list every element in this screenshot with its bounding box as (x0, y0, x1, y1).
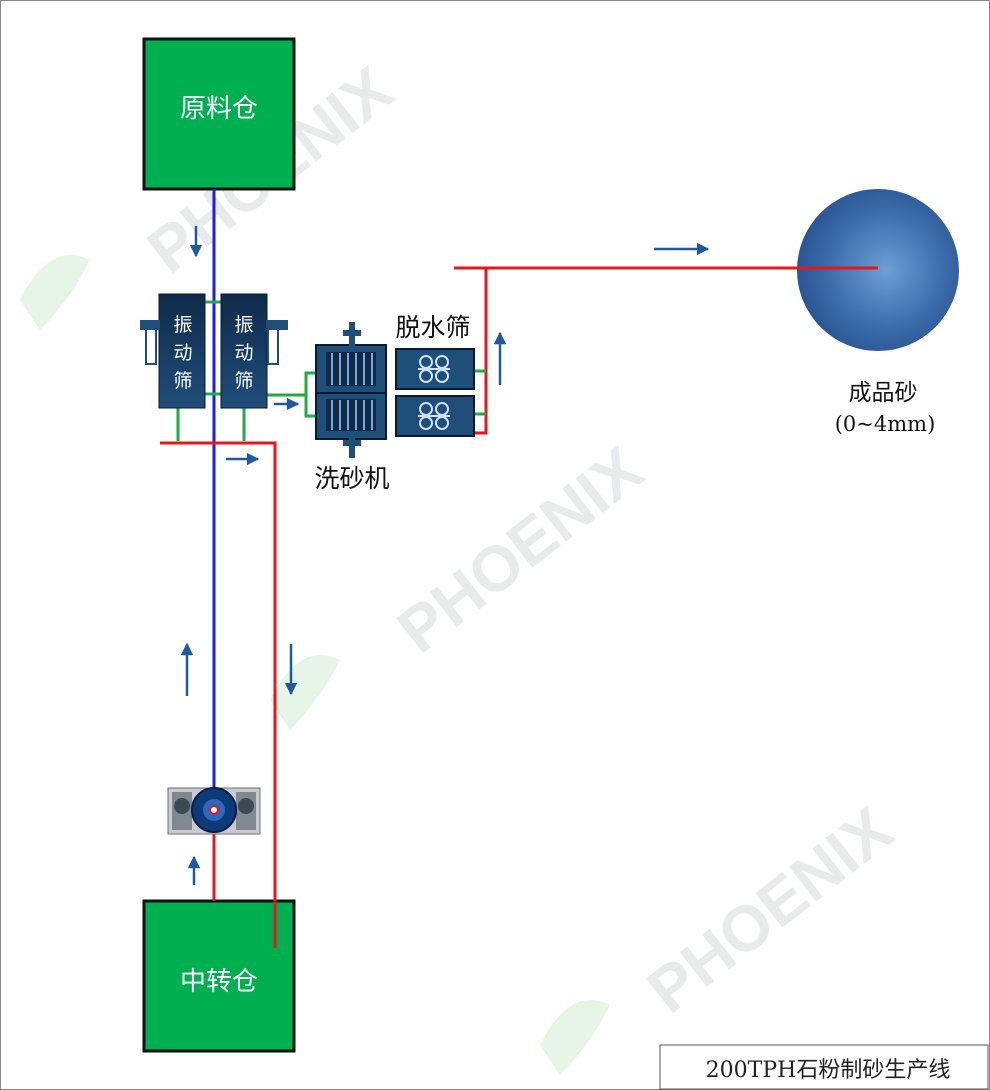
dewatering-screen-2-spring-icon (418, 402, 450, 430)
watermark-logo-icon-2 (270, 655, 340, 730)
sand-pump (167, 787, 261, 835)
washer-feed-line-2 (304, 395, 316, 418)
diagram-title: 200TPH石粉制砂生产线 (706, 1058, 951, 1083)
vibrating-screen-2-label-line-1: 振 (234, 314, 253, 336)
sand-washer-1-shaft-icon (349, 322, 355, 346)
vibrating-screen-2-bracket-icon (267, 327, 279, 365)
vibrating-screen-1-bracket-icon (145, 327, 157, 365)
vibrating-screen-1-body (158, 293, 206, 409)
watermark-3: PHOENIX (634, 793, 906, 1027)
svg-text:PHOENIX: PHOENIX (384, 433, 656, 667)
vibrating-screen-1-label-line-1: 振 (173, 314, 192, 336)
vibrating-screen-2-label-line-3: 筛 (234, 370, 253, 392)
title-box (659, 1044, 989, 1090)
vibrating-screen-2-label-line-2: 动 (234, 342, 253, 364)
watermark-2: PHOENIX (384, 433, 656, 667)
watermark-logo-icon-3 (540, 1000, 610, 1075)
raw-bin-label: 原料仓 (180, 93, 258, 123)
dewatering-screen-1 (395, 348, 475, 390)
sand-washer-2-wheel-icon (326, 399, 376, 431)
dewatering-screen-units (395, 348, 475, 437)
product-sand-size-label: (0~4mm) (835, 412, 936, 436)
dewatering-screen-label: 脱水筛 (395, 314, 470, 342)
product-sand-label: 成品砂 (849, 379, 918, 405)
vibrating-screen-2-body (220, 293, 268, 409)
vibrating-screen-1-label-line-2: 动 (173, 342, 192, 364)
vibrating-screen-2-motor-icon (266, 320, 288, 330)
sand-pump-port-icon (209, 805, 219, 815)
washer-feed-line-1 (266, 371, 316, 397)
sand-pump-left-wheel-icon (174, 798, 190, 814)
sand-pump-right-wheel-icon (238, 798, 254, 814)
undersize-return-line (160, 441, 277, 948)
vibrating-screen-1 (140, 293, 206, 409)
dewatering-screen-1-spring-icon (418, 355, 450, 383)
vibrating-screen-2 (220, 293, 288, 409)
sand-washer-2-shaft-icon (349, 438, 355, 458)
raw-bin (142, 37, 296, 191)
svg-text:PHOENIX: PHOENIX (634, 793, 906, 1027)
vibrating-screen-1-label-line-3: 筛 (173, 370, 192, 392)
fine-material-lines (160, 266, 878, 948)
watermark-logo-icon-1 (20, 255, 90, 330)
sand-washer-1-wheel-icon (326, 352, 376, 386)
sand-washer-2-blades-icon (331, 400, 373, 430)
product-riser-line (474, 268, 488, 435)
flow-arrows (180, 226, 710, 885)
sand-washer-1-blades-icon (331, 353, 373, 385)
sand-washer-label: 洗砂机 (314, 465, 389, 493)
sand-washer-units (315, 322, 387, 458)
product-sand-pile (797, 189, 959, 351)
transfer-bin-label: 中转仓 (180, 966, 258, 996)
vibrating-screen-1-motor-icon (140, 320, 160, 330)
transfer-bin (142, 899, 296, 1053)
